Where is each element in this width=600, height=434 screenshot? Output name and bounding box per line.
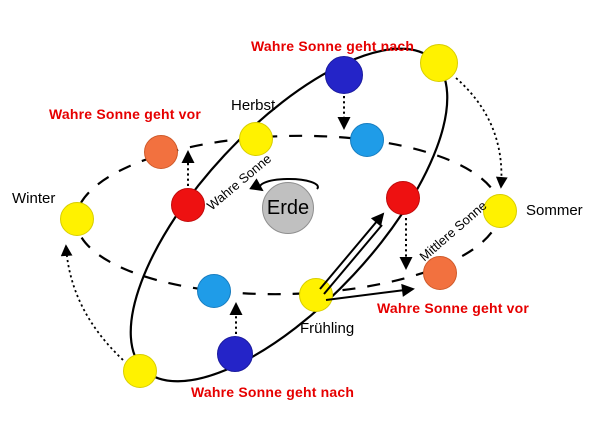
mean-sun-marker-orange-left (144, 135, 178, 169)
sun-marker-herbst-yellow (239, 122, 273, 156)
sun-marker-yellow-top (420, 44, 458, 82)
season-label-winter: Winter (12, 190, 56, 207)
mean-sun-marker-lightblue-bottom (197, 274, 231, 308)
true-sun-marker-red-left (171, 188, 205, 222)
arrow-fruehling-to-red-line2 (323, 224, 383, 295)
mean-sun-orbit-label: Mittlere Sonne (416, 197, 490, 265)
earth-rotation-arrow (249, 178, 319, 192)
sun-marker-yellow-bottom (123, 354, 157, 388)
annotation-left-vor: Wahre Sonne geht vor (49, 106, 202, 122)
season-label-herbst: Herbst (231, 97, 276, 114)
arrow-fruehling-to-orange (325, 283, 415, 301)
annotation-bottom-nach: Wahre Sonne geht nach (191, 384, 355, 400)
mean-sun-marker-lightblue-top (350, 123, 384, 157)
sun-marker-sommer-yellow (483, 194, 517, 228)
sun-marker-winter-yellow (60, 202, 94, 236)
arrow-fruehling-to-red-line1 (319, 212, 385, 290)
true-sun-orbit-label: Wahre Sonne (203, 150, 275, 214)
annotation-top-nach: Wahre Sonne geht nach (251, 38, 415, 54)
season-label-fruehling: Frühling (300, 320, 355, 337)
mean-sun-marker-orange-right (423, 256, 457, 290)
annotation-right-vor: Wahre Sonne geht vor (377, 300, 530, 316)
season-label-sommer: Sommer (526, 202, 583, 219)
sun-marker-fruehling-yellow (299, 278, 333, 312)
earth-label: Erde (266, 196, 310, 219)
true-sun-marker-blue-top (325, 56, 363, 94)
earth-circle: Erde (262, 182, 314, 234)
true-sun-marker-blue-bottom (217, 336, 253, 372)
offset-arc-winter (60, 244, 124, 361)
true-sun-marker-red-right (386, 181, 420, 215)
